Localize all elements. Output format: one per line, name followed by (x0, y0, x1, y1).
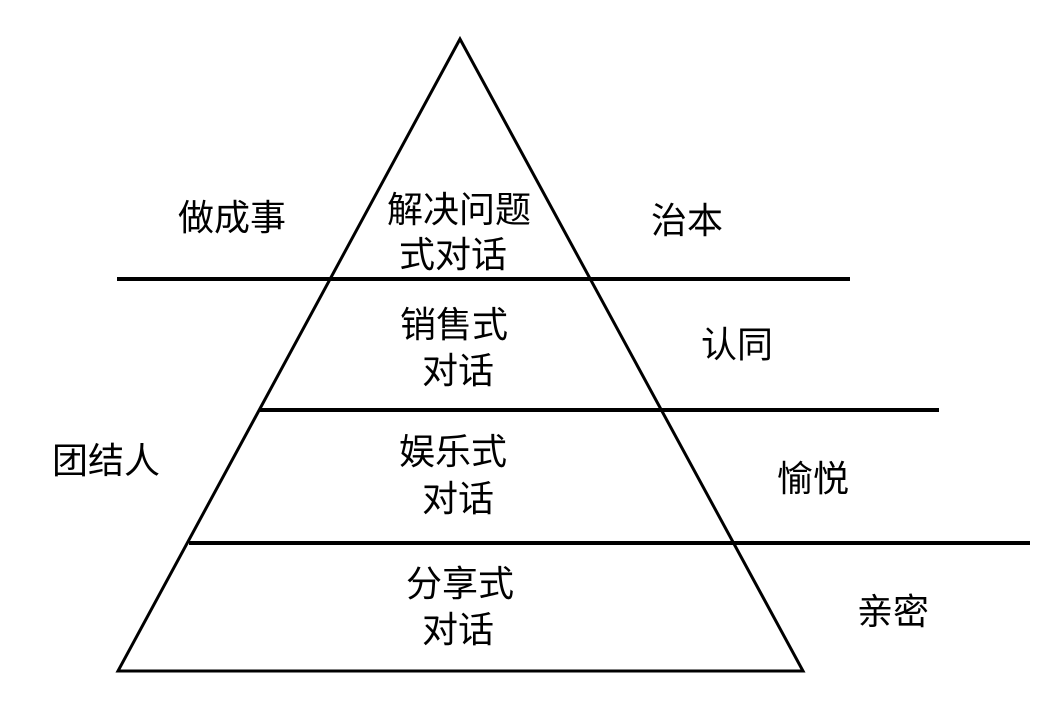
level-1-right-label: 治本 (651, 201, 723, 242)
level-3-right-label: 愉悦 (777, 459, 849, 500)
level-1-line-1: 解决问题 (387, 190, 531, 231)
level-3-line-1: 娱乐式 (399, 432, 507, 473)
level-3-line-2: 对话 (422, 479, 494, 520)
left-label-top: 做成事 (178, 198, 286, 239)
level-2-right-label: 认同 (701, 325, 773, 366)
level-1-line-2: 式对话 (399, 235, 507, 276)
level-2-line-1: 销售式 (400, 305, 508, 346)
left-label-bottom: 团结人 (52, 441, 160, 482)
level-4-right-label: 亲密 (857, 592, 929, 633)
level-2-line-2: 对话 (422, 351, 494, 392)
level-4-line-2: 对话 (422, 610, 494, 651)
pyramid-outline (115, 35, 806, 673)
level-4-line-1: 分享式 (406, 564, 514, 605)
